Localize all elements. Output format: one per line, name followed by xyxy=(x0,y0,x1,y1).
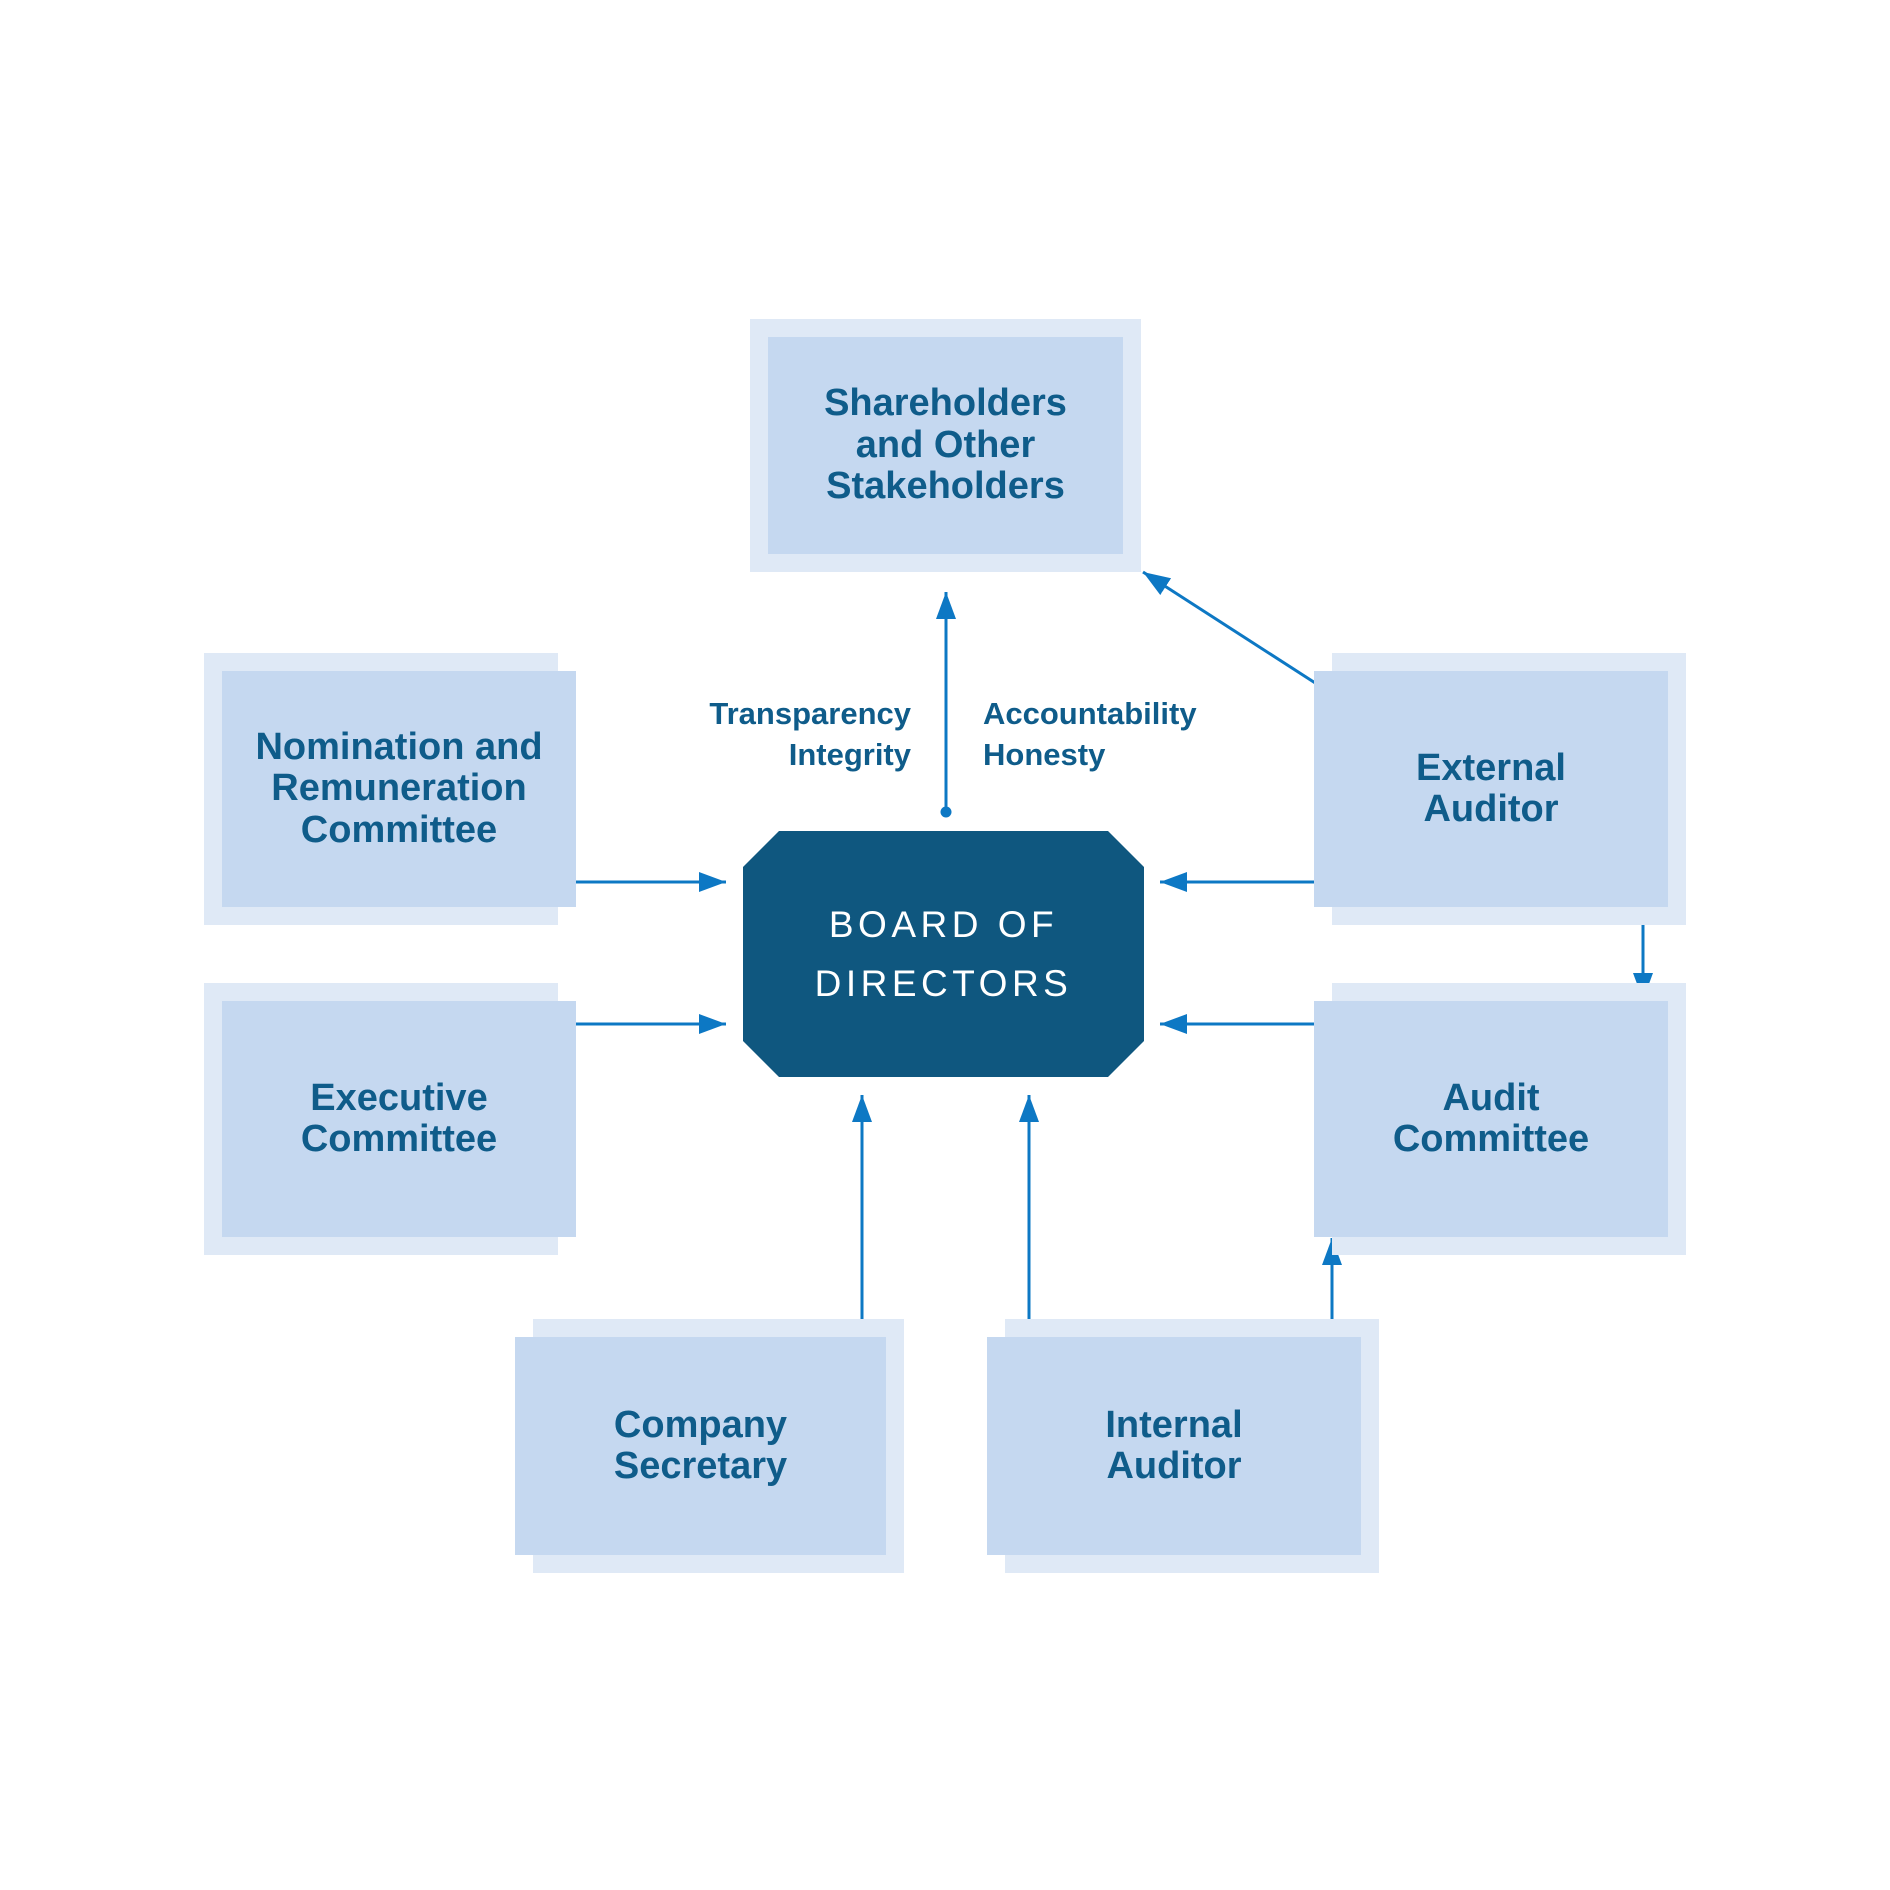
node-board-of-directors: BOARD OF DIRECTORS xyxy=(743,831,1144,1077)
arrow-secretary-to-board xyxy=(852,1095,872,1334)
arrow-audit-committee-to-board xyxy=(1160,1014,1329,1034)
arrow-external-auditor-to-board xyxy=(1160,872,1329,892)
node-shareholders-face: Shareholders and Other Stakeholders xyxy=(768,337,1123,554)
node-internal-auditor: Internal Auditor xyxy=(987,1319,1379,1573)
arrow-board-to-shareholders xyxy=(936,592,956,818)
arrow-executive-to-board xyxy=(562,1014,726,1034)
node-shareholders: Shareholders and Other Stakeholders xyxy=(750,319,1141,572)
node-internal-label: Internal Auditor xyxy=(1105,1403,1243,1487)
node-shareholders-label: Shareholders and Other Stakeholders xyxy=(824,382,1067,508)
arrow-internal-auditor-to-board xyxy=(1019,1095,1039,1334)
node-executive-face: Executive Committee xyxy=(222,1001,576,1237)
node-company-secretary: Company Secretary xyxy=(515,1319,904,1573)
node-executive-label: Executive Committee xyxy=(300,1076,498,1160)
principles-accountability-honesty: Accountability Honesty xyxy=(983,696,1197,772)
node-external-auditor: External Auditor xyxy=(1314,653,1686,925)
node-nomination-remuneration-committee: Nomination and Remuneration Committee xyxy=(204,653,576,925)
node-internal-face: Internal Auditor xyxy=(987,1337,1361,1555)
arrow-nomination-to-board xyxy=(562,872,726,892)
node-nomination-label: Nomination and Remuneration Committee xyxy=(255,725,543,851)
node-external-label: External Auditor xyxy=(1416,746,1566,830)
node-secretary-label: Company Secretary xyxy=(613,1403,788,1487)
node-audit-face: Audit Committee xyxy=(1314,1001,1668,1237)
node-secretary-face: Company Secretary xyxy=(515,1337,886,1555)
node-executive-committee: Executive Committee xyxy=(204,983,576,1255)
node-external-face: External Auditor xyxy=(1314,671,1668,907)
node-nomination-face: Nomination and Remuneration Committee xyxy=(222,671,576,907)
principles-transparency-integrity: Transparency Integrity xyxy=(709,696,911,772)
node-audit-label: Audit Committee xyxy=(1392,1076,1590,1160)
board-of-directors-title: BOARD OF DIRECTORS xyxy=(814,904,1073,1004)
node-audit-committee: Audit Committee xyxy=(1314,983,1686,1255)
arrow-external-auditor-to-shareholders xyxy=(1142,570,1329,694)
